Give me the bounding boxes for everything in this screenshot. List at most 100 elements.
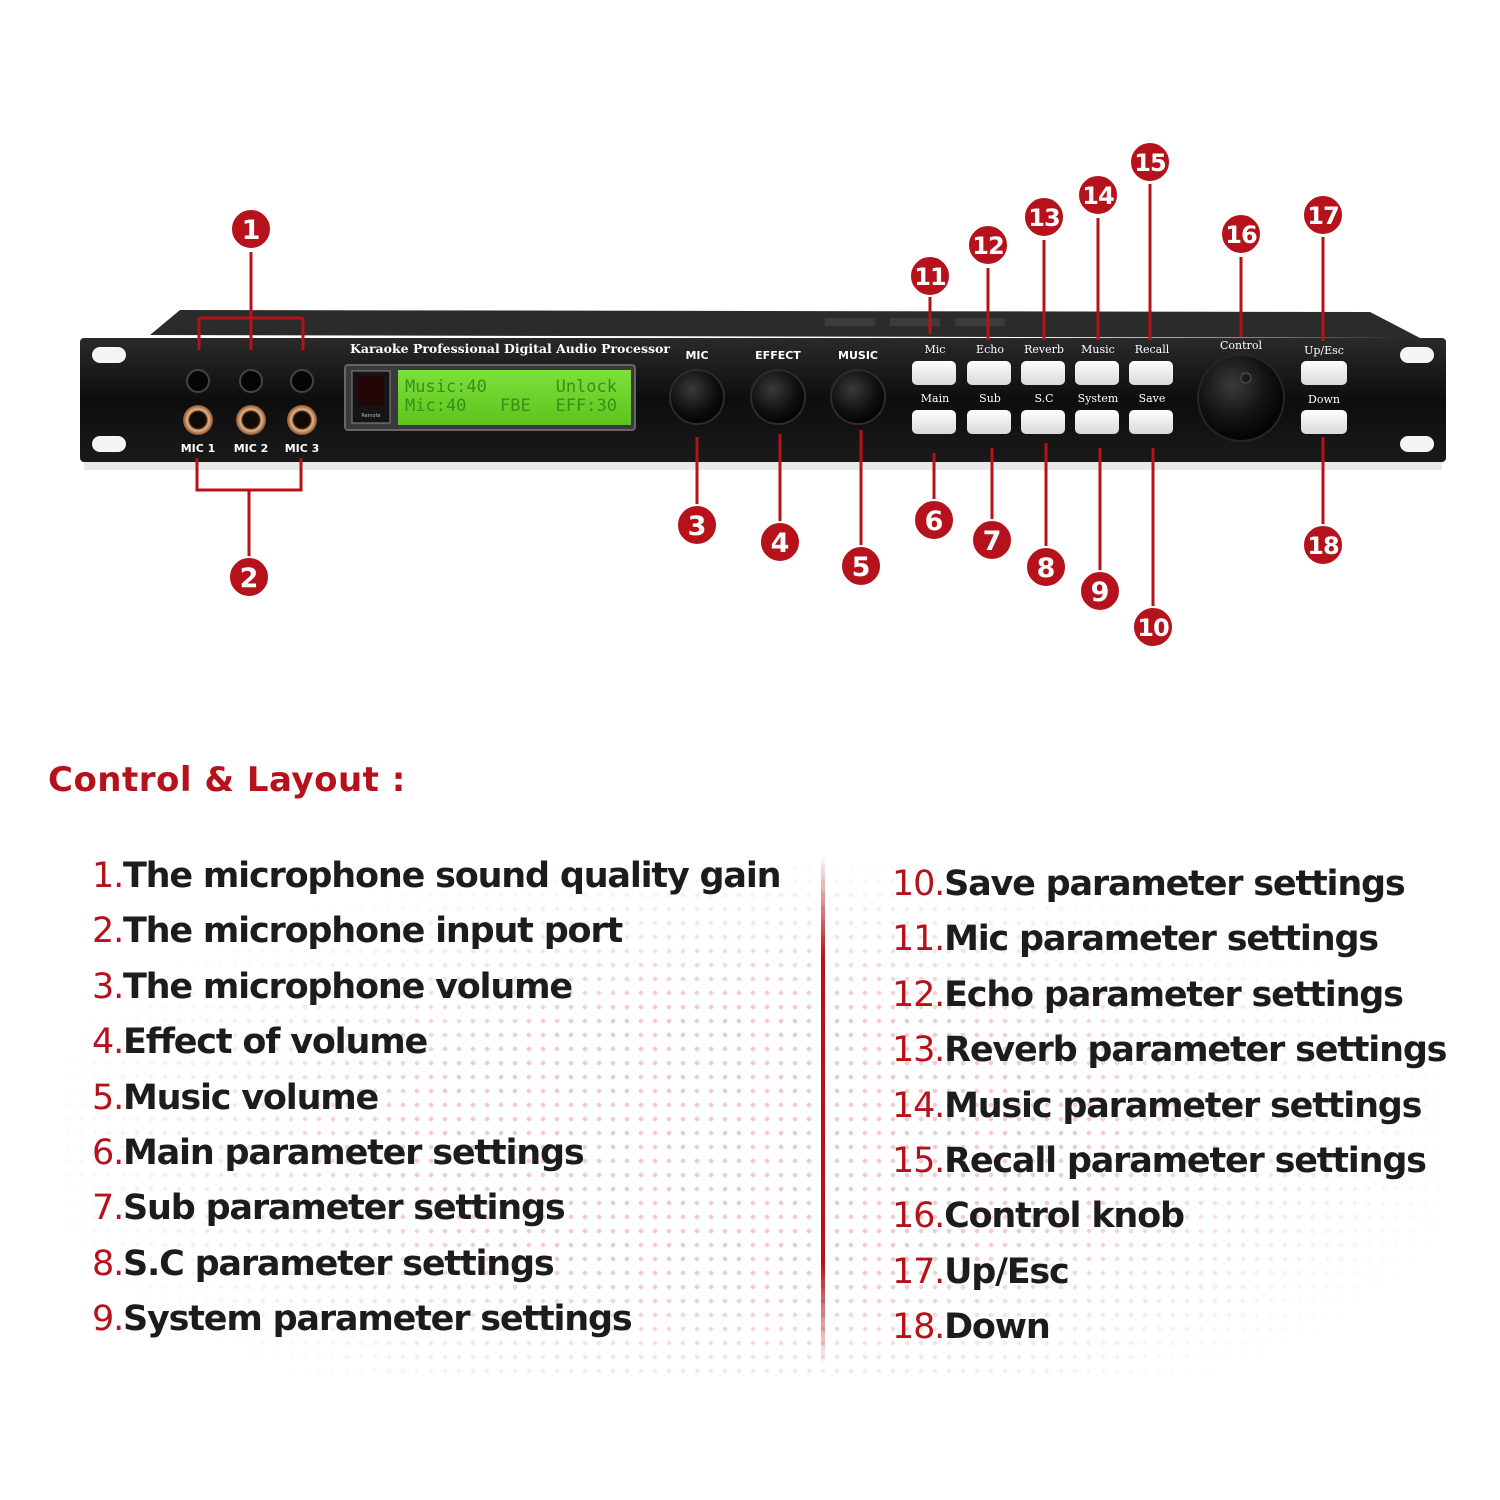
legend-text: Effect of volume [123, 1022, 428, 1063]
lcd-line2-right: EFF:30 [556, 396, 617, 416]
lcd-screen [398, 370, 631, 425]
legend-text: The microphone sound quality gain [123, 856, 782, 896]
mic-jack-label: MIC 1 [181, 442, 216, 455]
save-button[interactable] [1129, 410, 1173, 434]
legend-number: 15. [892, 1140, 945, 1181]
button-label-recall: Recall [1135, 343, 1170, 356]
legend-item: 10.Save parameter settings [892, 864, 1446, 919]
legend-text: Save parameter settings [944, 864, 1406, 904]
echo-button[interactable] [967, 361, 1011, 385]
control-label: Control [1220, 339, 1262, 352]
mic-jack-1[interactable] [183, 405, 213, 435]
mic-jack-label: MIC 3 [285, 442, 320, 455]
legend-item: 4.Effect of volume [92, 1022, 780, 1077]
legend-right-column: 10.Save parameter settings 11.Mic parame… [892, 864, 1448, 1363]
legend-number: 16. [892, 1196, 945, 1237]
up-esc-button[interactable] [1301, 361, 1347, 385]
panel-shadow [84, 462, 1442, 470]
music-volume-knob[interactable] [830, 369, 886, 425]
callout-10: 10 [1132, 606, 1174, 648]
callout-2: 2 [228, 556, 270, 598]
lcd-line2-left: Mic:40 [405, 396, 466, 416]
button-label-mic: Mic [925, 343, 946, 356]
legend-heading: Control & Layout : [48, 760, 406, 800]
mic-gain-pot[interactable] [186, 369, 210, 393]
main-button[interactable] [912, 410, 956, 434]
reverb-button[interactable] [1021, 361, 1065, 385]
svg-text:14: 14 [1082, 182, 1114, 210]
mic-jack-3[interactable] [287, 405, 317, 435]
rack-hole[interactable] [1400, 436, 1434, 452]
callout-3: 3 [676, 504, 718, 546]
legend-item: 18.Down [892, 1307, 1446, 1362]
mic-button[interactable] [912, 361, 956, 385]
knob-label-mic: MIC [685, 349, 708, 362]
device-diagram: MIC 1 MIC 2 MIC 3 Karaoke Professional D… [80, 141, 1446, 648]
mic-jack-2[interactable] [236, 405, 266, 435]
legend-number: 13. [892, 1030, 945, 1071]
control-knob[interactable] [1197, 354, 1285, 442]
mic-gain-pot[interactable] [290, 369, 314, 393]
svg-text:13: 13 [1028, 204, 1059, 232]
legend-item: 5.Music volume [92, 1078, 780, 1133]
down-button[interactable] [1301, 410, 1347, 434]
legend-text: Reverb parameter settings [944, 1030, 1447, 1071]
rack-hole[interactable] [92, 436, 126, 452]
mic-volume-knob[interactable] [669, 369, 725, 425]
legend-number: 4. [92, 1022, 124, 1063]
svg-text:8: 8 [1037, 553, 1056, 584]
svg-text:10: 10 [1137, 614, 1169, 642]
legend-item: 12.Echo parameter settings [892, 975, 1446, 1030]
music-button[interactable] [1075, 361, 1119, 385]
svg-text:9: 9 [1091, 577, 1110, 608]
callout-9: 9 [1079, 570, 1121, 612]
svg-text:18: 18 [1307, 532, 1339, 560]
callout-11: 11 [909, 255, 951, 297]
legend-item: 17.Up/Esc [892, 1252, 1446, 1307]
legend-item: 15.Recall parameter settings [892, 1141, 1446, 1196]
knob-label-effect: EFFECT [755, 349, 801, 362]
rack-hole[interactable] [1400, 347, 1434, 363]
effect-volume-knob[interactable] [750, 369, 806, 425]
callout-18: 18 [1302, 524, 1344, 566]
column-divider [821, 855, 825, 1365]
svg-text:12: 12 [972, 232, 1003, 260]
mic-jack-label: MIC 2 [234, 442, 269, 455]
rack-hole[interactable] [92, 347, 126, 363]
callout-4: 4 [759, 521, 801, 563]
vent-slot [825, 318, 875, 326]
callout-6: 6 [913, 499, 955, 541]
callout-7: 7 [971, 519, 1013, 561]
legend-text: Recall parameter settings [944, 1140, 1427, 1181]
legend-number: 10. [892, 864, 945, 904]
legend-text: S.C parameter settings [123, 1243, 555, 1284]
callout-16: 16 [1220, 213, 1262, 255]
legend-number: 3. [92, 966, 124, 1007]
dot-pattern-background [60, 860, 1440, 1380]
mic-gain-pot[interactable] [239, 369, 263, 393]
legend-item: 7.Sub parameter settings [92, 1188, 780, 1243]
svg-text:2: 2 [240, 563, 259, 594]
legend-number: 17. [892, 1251, 945, 1292]
button-label-system: System [1078, 392, 1119, 405]
legend-number: 11. [892, 919, 945, 960]
svg-text:3: 3 [688, 511, 707, 542]
legend-left-column: 1.The microphone sound quality gain 2.Th… [92, 856, 782, 1355]
button-label-save: Save [1139, 392, 1166, 405]
recall-button[interactable] [1129, 361, 1173, 385]
sub-button[interactable] [967, 410, 1011, 434]
system-button[interactable] [1075, 410, 1119, 434]
legend-text: System parameter settings [123, 1299, 633, 1340]
legend-item: 14.Music parameter settings [892, 1086, 1446, 1141]
legend-item: 3.The microphone volume [92, 967, 780, 1022]
button-label-sc: S.C [1034, 392, 1053, 405]
legend-item: 11.Mic parameter settings [892, 919, 1446, 974]
lcd-line1-right: Unlock [556, 377, 617, 397]
legend-text: Mic parameter settings [944, 919, 1379, 960]
svg-text:6: 6 [925, 506, 944, 537]
model-text: Karaoke Professional Digital Audio Proce… [350, 341, 670, 356]
legend-number: 9. [92, 1299, 124, 1340]
sc-button[interactable] [1021, 410, 1065, 434]
callout-lines [195, 184, 1325, 610]
remote-label: Remote [361, 413, 380, 419]
